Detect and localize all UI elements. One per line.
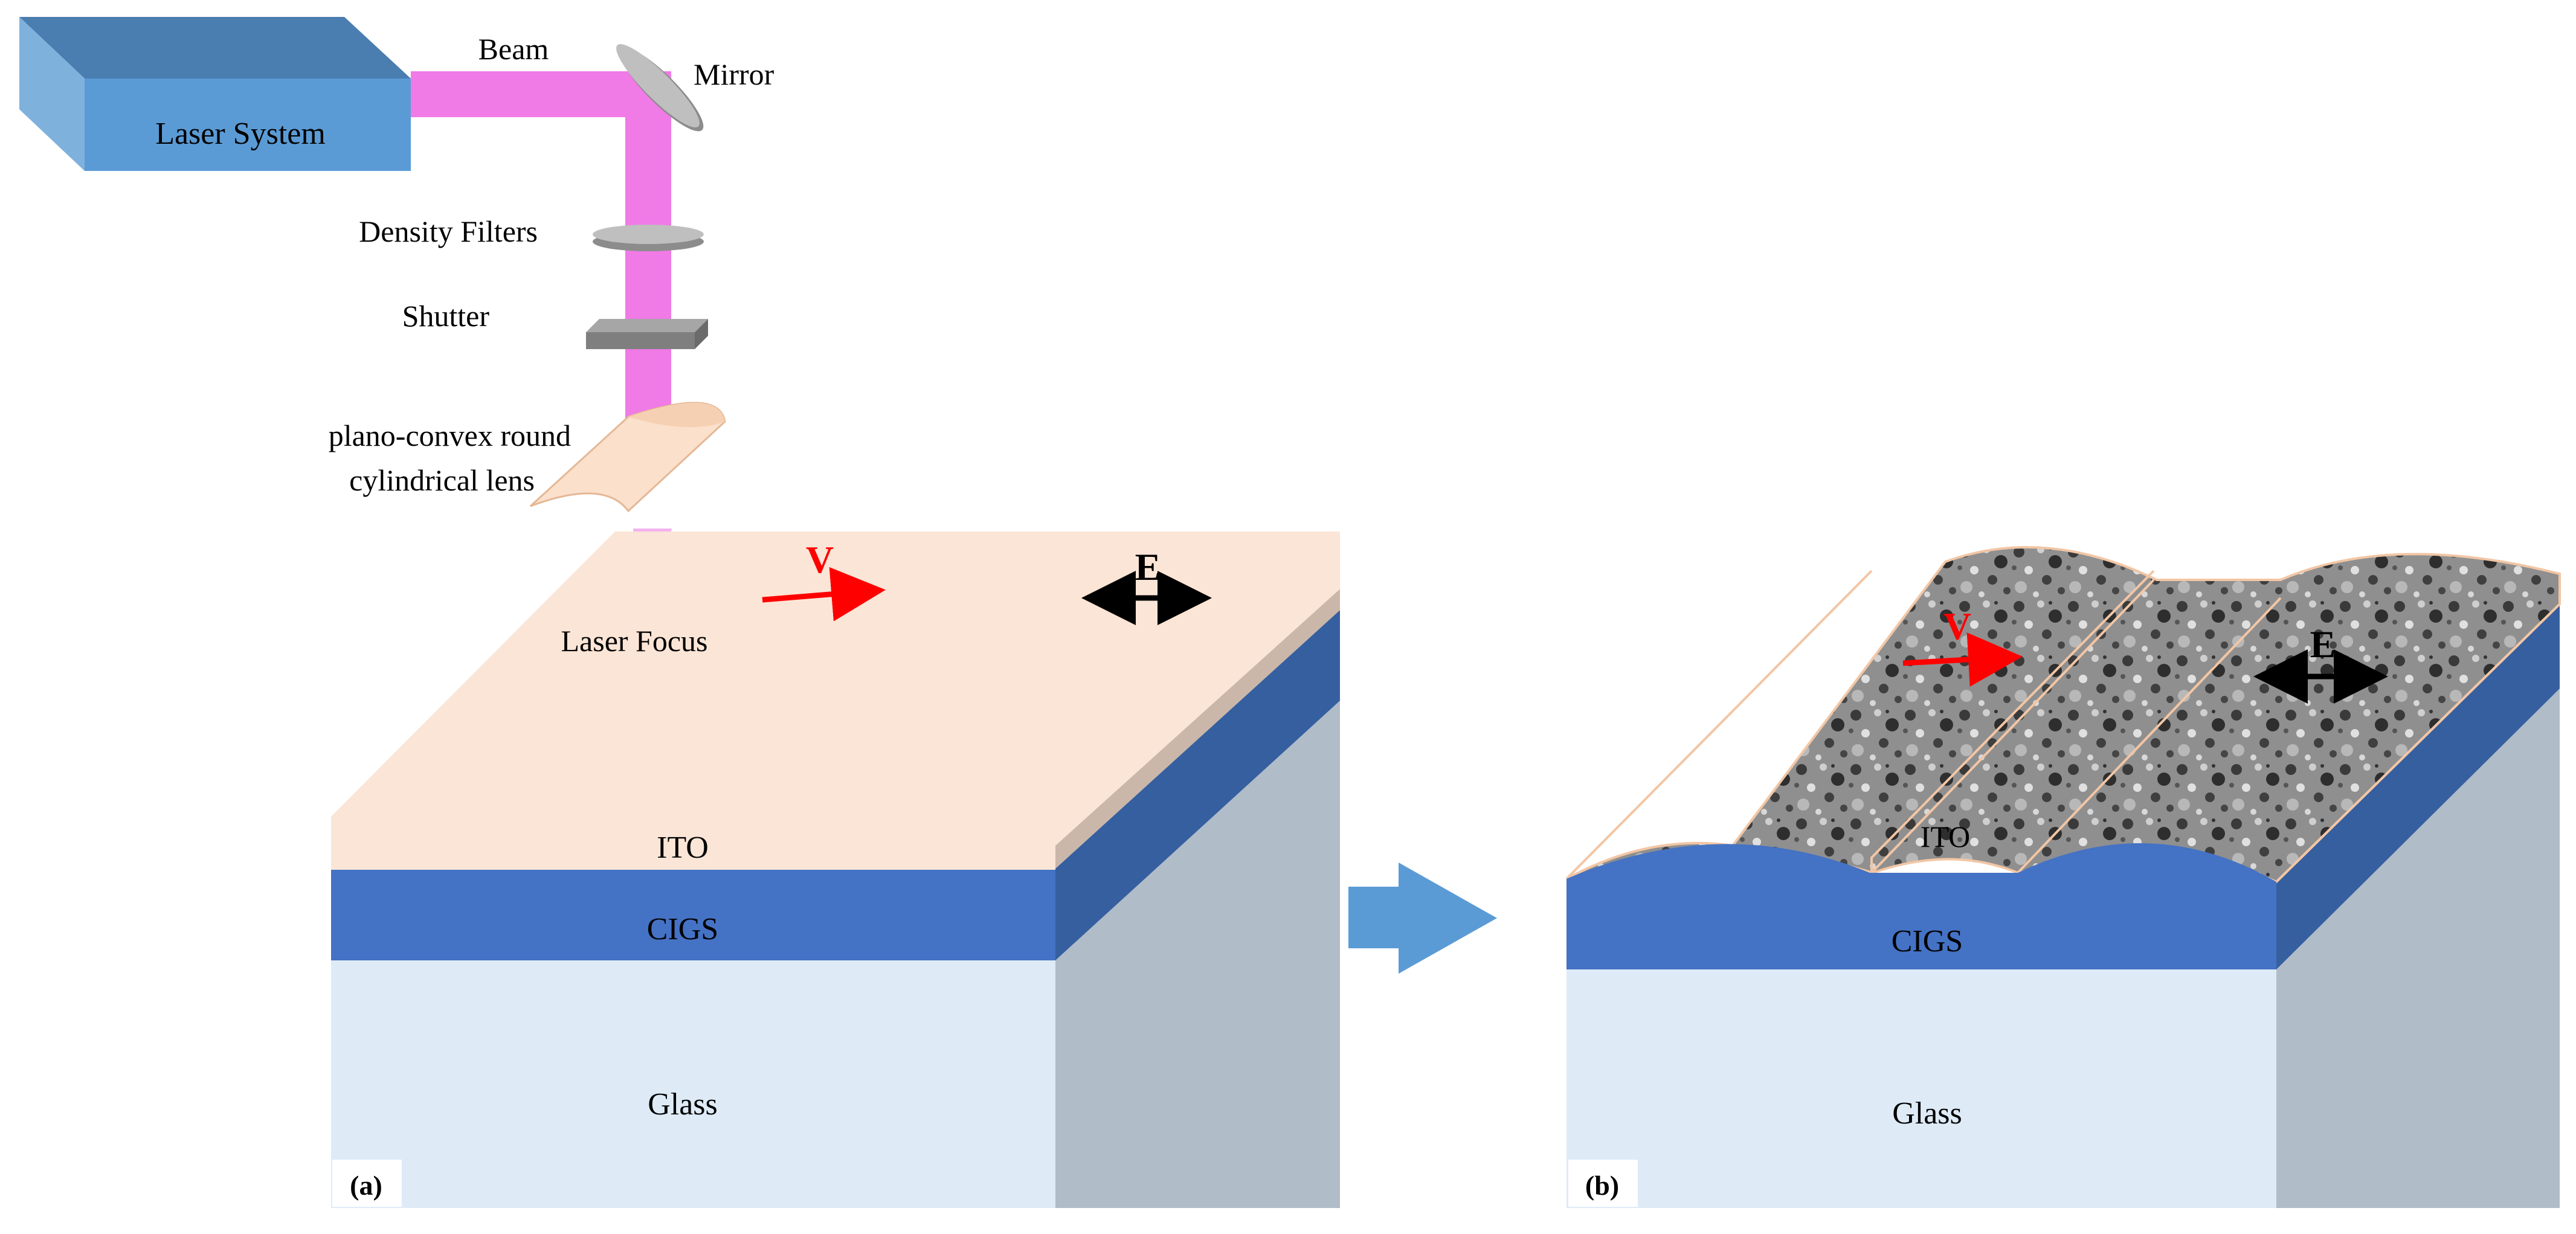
panel-a-velocity-label: V	[806, 538, 834, 581]
shutter-label: Shutter	[402, 299, 490, 333]
panel-b-tag: (b)	[1585, 1170, 1619, 1201]
mirror-label: Mirror	[694, 57, 774, 91]
panel-a-velocity-arrow	[762, 567, 886, 622]
transition-arrow-icon	[1348, 863, 1497, 974]
panel-b-velocity-label: V	[1943, 605, 1971, 648]
panel-b-tag-box	[1568, 1160, 1638, 1207]
panel-b-block	[1565, 546, 2561, 1208]
density-filters-label: Density Filters	[359, 214, 538, 248]
lens-label-line2: cylindrical lens	[349, 463, 535, 497]
laser-system-box: Laser System	[19, 17, 411, 171]
density-filter-icon	[593, 225, 704, 251]
laser-system-label: Laser System	[155, 117, 326, 151]
panel-a-field-label: E	[1135, 545, 1161, 588]
panel-a-glass-label: Glass	[648, 1087, 718, 1122]
panel-b-cigs-label: CIGS	[1892, 924, 1963, 959]
panel-b-ito-label: ITO	[1921, 820, 1970, 853]
panel-a-tag: (a)	[350, 1170, 382, 1201]
beam-label: Beam	[478, 32, 549, 66]
shutter-icon	[586, 319, 708, 349]
panel-b-velocity-arrow	[1902, 632, 2023, 687]
panel-b-glass-label: Glass	[1892, 1096, 1962, 1131]
mirror-icon	[616, 44, 704, 132]
panel-b-field-label: E	[2310, 623, 2336, 666]
panel-a-ito-label: ITO	[657, 831, 709, 865]
lens-label-line1: plano-convex round	[329, 419, 571, 452]
cylindrical-lens-icon	[529, 402, 726, 513]
laser-focus-label: Laser Focus	[561, 624, 708, 658]
panel-a-cigs-label: CIGS	[647, 912, 718, 946]
panel-a-block	[331, 532, 1340, 1208]
panel-a-tag-box	[332, 1160, 402, 1207]
